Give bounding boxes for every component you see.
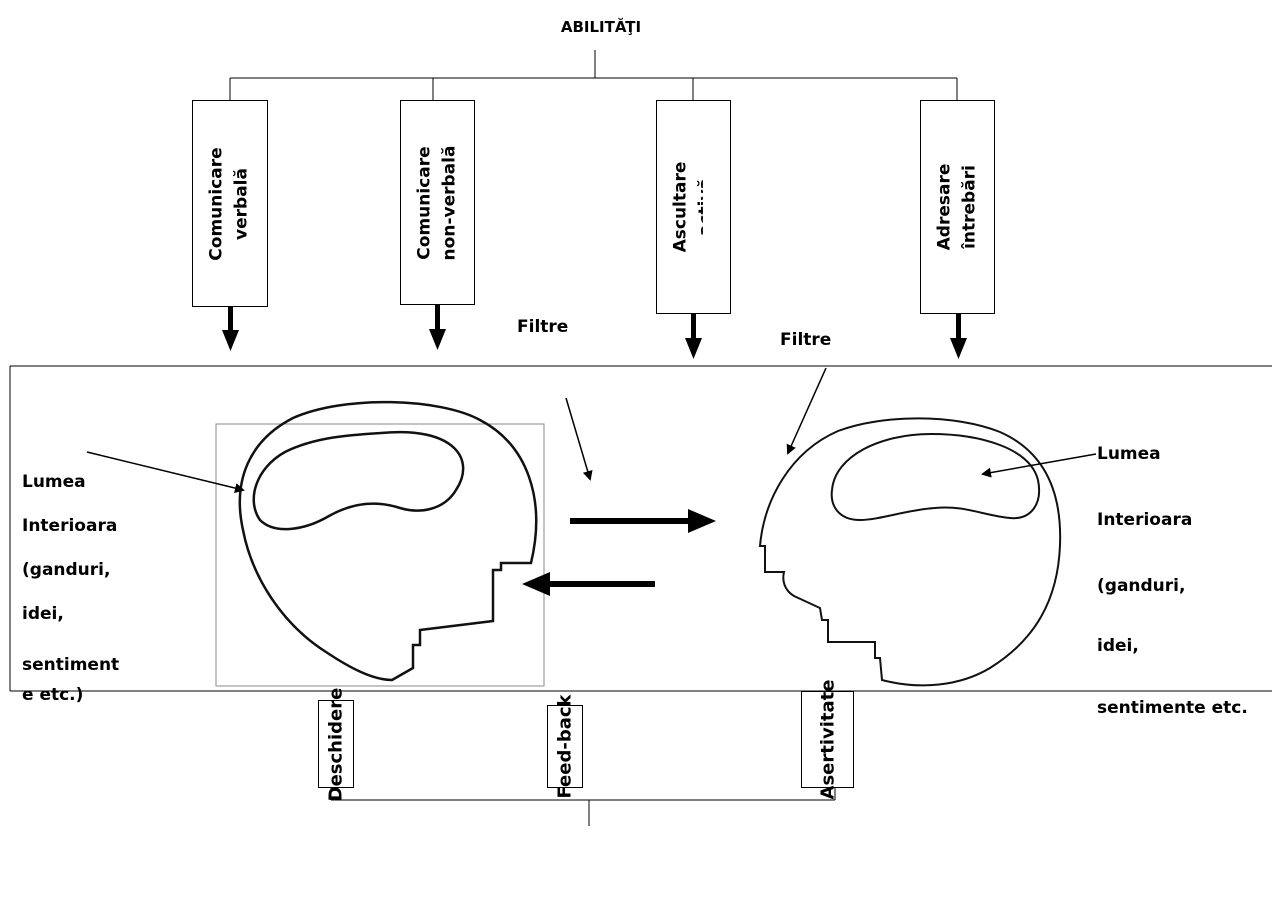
top-connector-tree [229, 50, 958, 100]
right-world-line-2: Interioara [1097, 510, 1193, 530]
skill-box-listening: Ascultare activă [656, 100, 731, 314]
down-arrow-3 [685, 314, 702, 359]
down-arrow-4 [950, 314, 967, 359]
right-head-outline [758, 417, 1062, 687]
left-world-line-6: e etc.) [22, 685, 84, 705]
right-world-line-3: (ganduri, [1097, 576, 1186, 596]
skill-openness-label: Deschidere [325, 687, 347, 801]
left-world-line-3: (ganduri, [22, 560, 111, 580]
skill-box-assertiveness: Asertivitate [801, 680, 854, 799]
right-world-line-1: Lumea [1097, 444, 1161, 464]
right-inner-world-text: Lumea Interioara (ganduri, idei, sentime… [1097, 432, 1248, 730]
arrow-right-thick [570, 509, 716, 533]
skill-feedback-label: Feed-back [554, 694, 576, 799]
filter-label-1: Filtre [517, 317, 569, 337]
left-head-frame [215, 423, 545, 687]
main-frame [9, 365, 1272, 692]
left-head-outline [238, 400, 538, 682]
skill-box-nonverbal: Comunicare non-verbală [400, 100, 475, 305]
skill-box-feedback: Feed-back [547, 694, 583, 799]
skill-verbal-line2: verbală [232, 167, 252, 240]
skill-questions-line2: întrebări [959, 165, 980, 249]
skill-listening-line2: activă [695, 177, 716, 237]
left-world-line-4: idei, [22, 604, 64, 624]
right-world-line-4: idei, [1097, 636, 1139, 656]
skill-box-verbal: Comunicare verbală [192, 100, 268, 307]
right-world-line-5: sentimente etc. [1097, 698, 1248, 718]
skill-assertiveness-label: Asertivitate [817, 679, 839, 800]
skill-questions-line1: Adresare [934, 163, 955, 251]
bottom-connector-tree [330, 788, 836, 826]
skill-nonverbal-line1: Comunicare [414, 145, 435, 260]
down-arrow-2 [429, 305, 446, 350]
skill-box-openness: Deschidere [318, 687, 354, 801]
left-world-line-2: Interioara [22, 516, 118, 536]
left-inner-world-text: Lumea Interioara (ganduri, idei, sentime… [22, 460, 119, 710]
filter-label-2: Filtre [780, 330, 832, 350]
skill-nonverbal-line2: non-verbală [439, 145, 460, 260]
left-world-line-1: Lumea [22, 472, 86, 492]
skill-verbal-line1: Comunicare [207, 146, 227, 261]
thin-pointer-arrows [86, 367, 1097, 493]
diagram-title: ABILITĂŢI [560, 18, 642, 36]
skill-listening-line1: Ascultare [670, 161, 691, 253]
skill-box-questions: Adresare întrebări [920, 100, 995, 314]
down-arrow-1 [222, 307, 239, 351]
arrow-left-thick [522, 572, 655, 596]
left-world-line-5: sentiment [22, 655, 120, 675]
